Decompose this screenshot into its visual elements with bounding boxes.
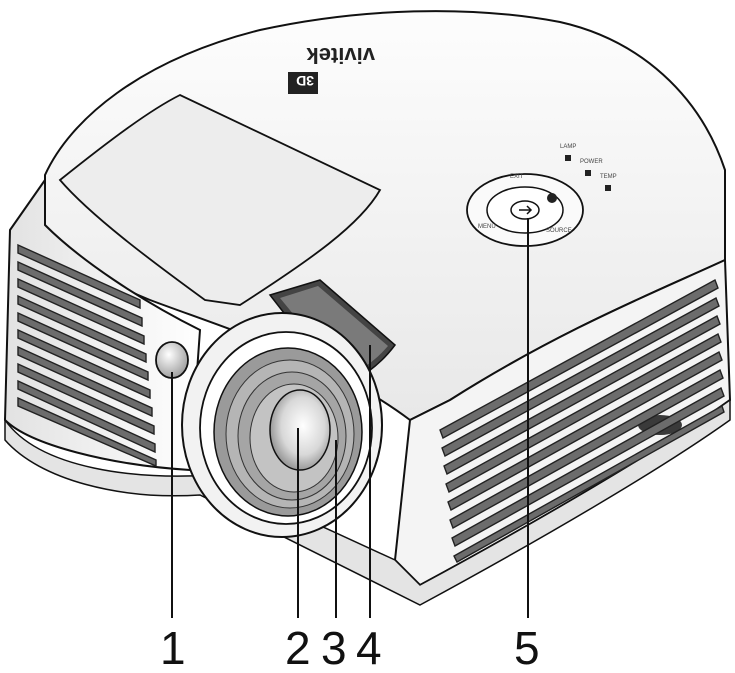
leader-lines bbox=[171, 218, 529, 618]
callout-5: 5 bbox=[514, 622, 540, 673]
callout-4: 4 bbox=[356, 622, 382, 673]
control-keypad[interactable]: MENU EXIT SOURCE bbox=[466, 173, 584, 247]
exit-label: EXIT bbox=[510, 174, 524, 180]
enter-icon bbox=[519, 205, 533, 215]
lens-assembly bbox=[181, 312, 383, 538]
3d-ready-badge: 3D bbox=[288, 72, 318, 94]
callout-3: 3 bbox=[321, 622, 347, 673]
brand-logo: vivitek bbox=[306, 43, 375, 68]
svg-text:3D: 3D bbox=[296, 73, 314, 89]
menu-label: MENU bbox=[478, 224, 496, 230]
power-button[interactable] bbox=[547, 193, 557, 203]
power-indicator-label: POWER bbox=[580, 159, 603, 165]
callout-1: 1 bbox=[160, 622, 186, 673]
callout-numbers: 1 2 3 4 5 bbox=[160, 622, 540, 673]
status-indicators: LAMP POWER TEMP bbox=[560, 144, 617, 191]
left-vent-grille bbox=[17, 243, 157, 468]
svg-text:vivitek: vivitek bbox=[306, 43, 375, 68]
lens-glass bbox=[269, 389, 331, 471]
lamp-cover bbox=[58, 93, 382, 306]
source-label: SOURCE bbox=[546, 228, 572, 234]
callout-2: 2 bbox=[285, 622, 311, 673]
front-vent-grille bbox=[439, 278, 725, 563]
lamp-indicator-label: LAMP bbox=[560, 144, 576, 150]
bottom-edge bbox=[4, 398, 731, 606]
temp-indicator-label: TEMP bbox=[600, 174, 617, 180]
